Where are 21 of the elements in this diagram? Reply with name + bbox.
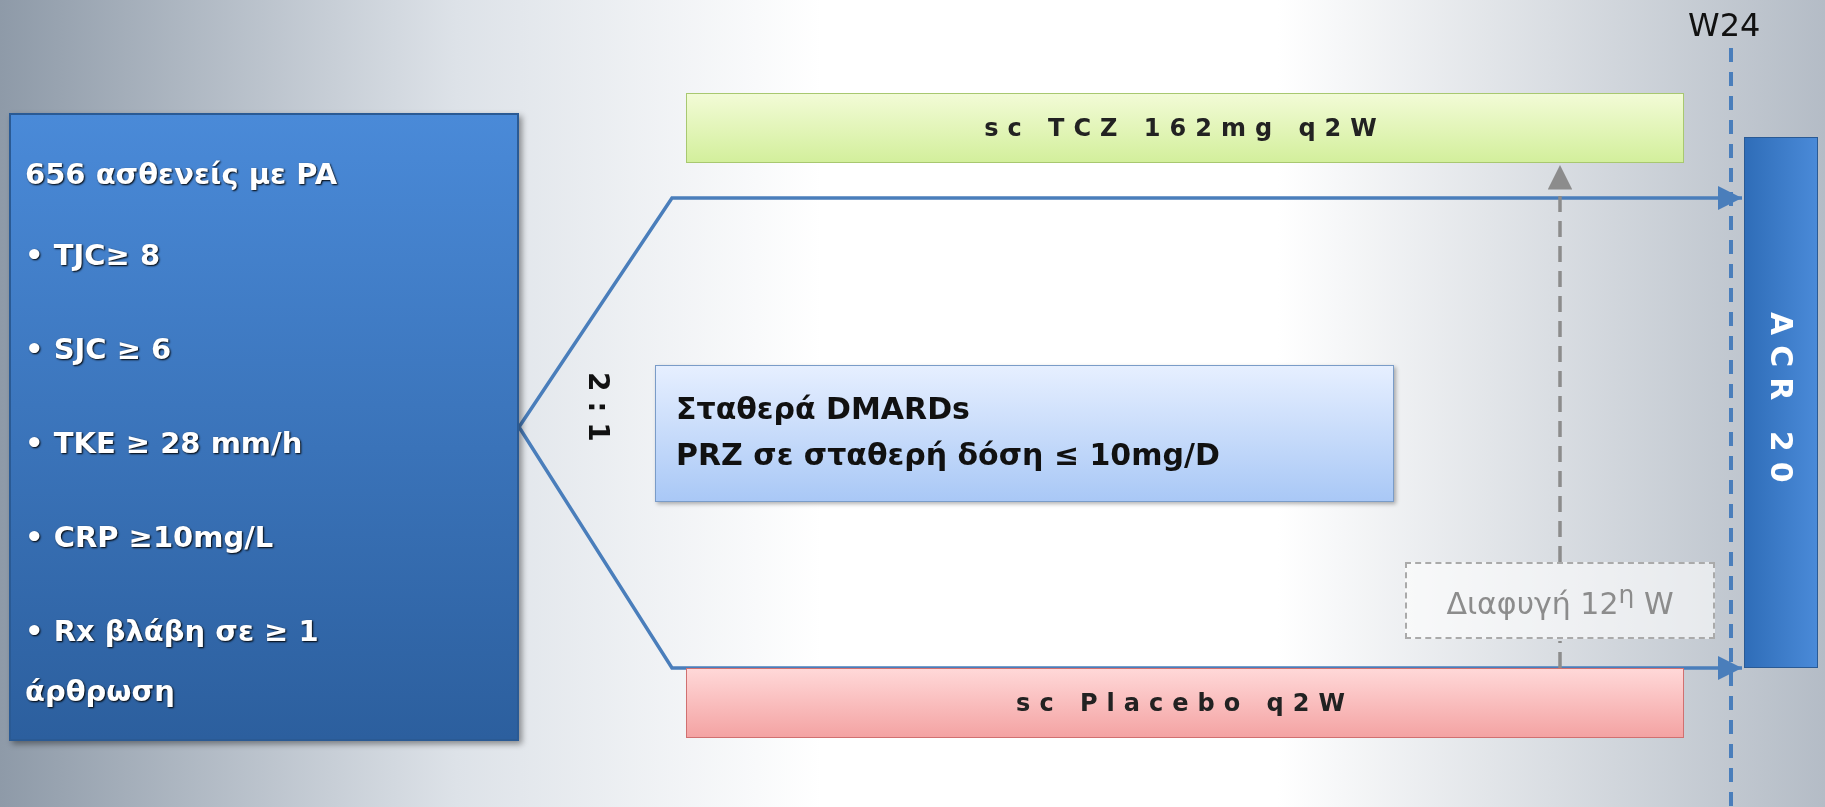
- background-therapy-box: [655, 365, 1394, 502]
- treatment-arm-bar: [686, 93, 1684, 163]
- ratio-label: 2 : 1: [582, 372, 615, 442]
- inclusion-criteria-box: [9, 113, 519, 741]
- criterion-text: • Rx βλάβη σε ≥ 1 άρθρωση: [25, 613, 320, 710]
- arm-label: sc Placebo q2W: [1016, 689, 1354, 717]
- escape-box: [1405, 562, 1715, 639]
- endpoint-box: [1744, 137, 1818, 668]
- escape-label: Διαφυγή 12$^{η}$ W: [1446, 580, 1674, 621]
- note-text: Σταθερά DMARDs: [676, 390, 971, 428]
- note-text: PRZ σε σταθερή δόση ≤ 10mg/D: [676, 436, 1221, 474]
- criterion-text: • SJC ≥ 6: [25, 331, 173, 368]
- criterion-text: • TKE ≥ 28 mm/h: [25, 425, 304, 462]
- timepoint-label: W24: [1688, 6, 1761, 44]
- endpoint-label: ACR 20: [1763, 312, 1799, 493]
- heading: 656 ασθενείς με PA: [25, 157, 339, 191]
- arm-label: sc TCZ 162mg q2W: [984, 114, 1386, 142]
- placebo-arm-bar: [686, 668, 1684, 738]
- dashed-arrow: [1547, 165, 1573, 562]
- criterion-text: • TJC≥ 8: [25, 237, 162, 274]
- criterion-text: • CRP ≥10mg/L: [25, 519, 275, 556]
